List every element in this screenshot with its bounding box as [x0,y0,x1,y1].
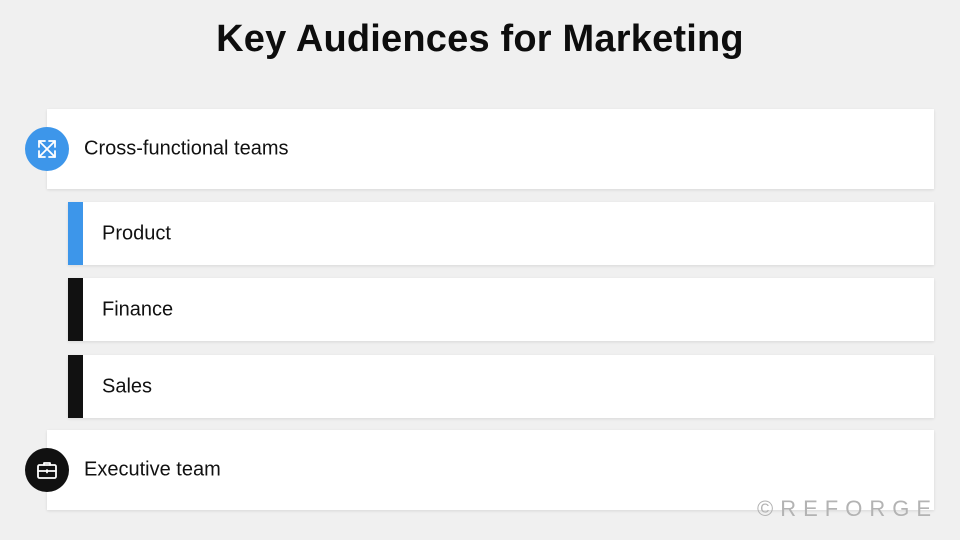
audience-label: Cross-functional teams [84,137,289,160]
accent-bar [68,202,83,265]
sub-audience-label: Product [102,222,171,244]
accent-bar [68,278,83,341]
sub-audience-card-finance: Finance [68,278,934,341]
audience-label: Executive team [84,458,221,481]
audience-card-executive: Executive team [47,430,934,510]
expand-arrows-icon [25,127,69,171]
sub-audience-card-sales: Sales [68,355,934,418]
reforge-watermark: ©REFORGE [757,496,938,521]
briefcase-icon [25,448,69,492]
page-title: Key Audiences for Marketing [216,18,744,60]
sub-audience-label: Sales [102,375,153,397]
sub-audience-card-product: Product [68,202,934,265]
accent-bar [68,355,83,418]
audience-card-cross-functional: Cross-functional teams [47,109,934,189]
sub-audience-label: Finance [102,298,174,320]
